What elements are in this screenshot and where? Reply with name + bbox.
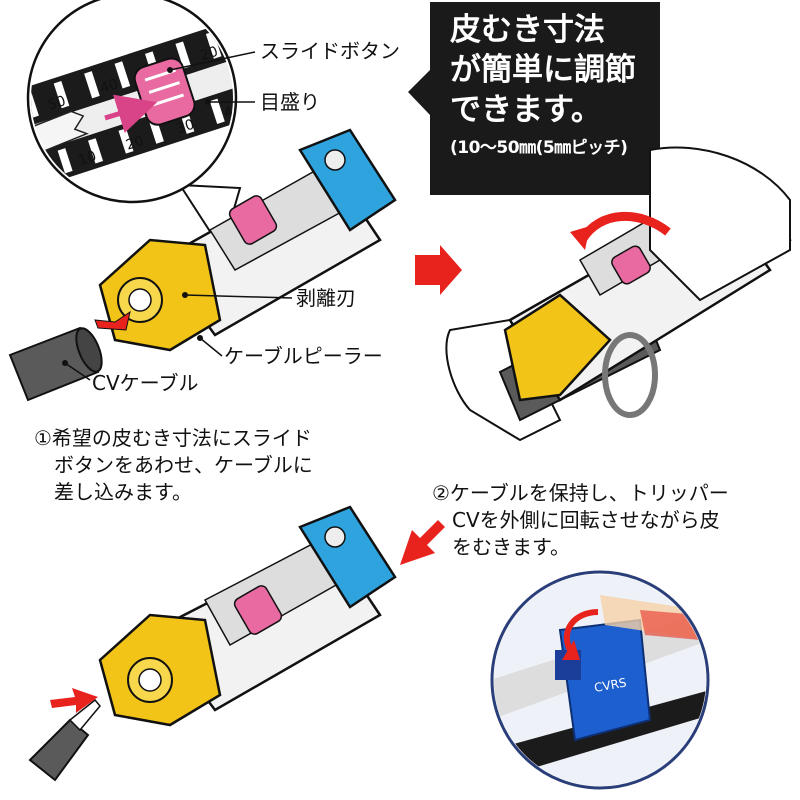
scale-number: 30 [175,117,197,138]
step-line: ②ケーブルを保持し、トリッパー [432,481,729,505]
step-line: ①希望の皮むき寸法にスライド [34,426,312,450]
callout-line: が簡単に調節 [450,52,636,88]
photo-rotation-arrow [563,609,599,652]
label-cable-peeler: ケーブルピーラー [224,344,383,368]
step-line: ボタンをあわせ、ケーブルに [34,453,313,477]
callout-text: 皮むき寸法 が簡単に調節 できます。 (10～50㎜(5㎜ピッチ) [450,10,650,160]
cable-peeler-tool-3 [28,505,397,782]
pink-slide-arrow [104,94,158,133]
scale-number: 50 [46,93,68,114]
cable-peeler-tool-1 [8,128,397,402]
callout-box [408,2,660,195]
step-line: 差し込みます。 [34,480,192,504]
red-arrow [94,310,131,331]
right-hand [649,146,791,302]
step-1-instructions: ①希望の皮むき寸法にスライド ボタンをあわせ、ケーブルに 差し込みます。 [34,425,313,506]
callout-line: 皮むき寸法 [450,12,605,48]
red-arrow-right [415,245,462,295]
label-scale: 目盛り [260,90,320,114]
step-line: をむきます。 [432,535,570,559]
scale-number: 20 [198,44,220,65]
cable-peeler-tool-2 [445,146,792,442]
scale-number: 40 [98,76,120,97]
callout-line: できます。 [450,92,602,128]
red-arrow-downleft [400,520,445,565]
label-slide-button: スライドボタン [260,39,400,63]
scale-strip-bottom [22,79,260,189]
label-peeling-blade: 剥離刃 [296,286,356,310]
step-line: CVを外側に回転させながら皮 [432,508,720,532]
scale-number: 20 [124,133,146,154]
svg-text:CVRS: CVRS [593,676,627,695]
scale-number: 10 [77,148,99,169]
red-arrow-insert [50,688,98,713]
magnifier-circle: 50 40 30 20 10 20 30 40 [4,0,260,253]
callout-note: (10～50㎜(5㎜ピッチ) [450,138,628,158]
label-cv-cable: CVケーブル [92,371,199,395]
step-2-instructions: ②ケーブルを保持し、トリッパー CVを外側に回転させながら皮 をむきます。 [432,480,729,561]
photo-inset-circle: CVRS [490,570,710,790]
